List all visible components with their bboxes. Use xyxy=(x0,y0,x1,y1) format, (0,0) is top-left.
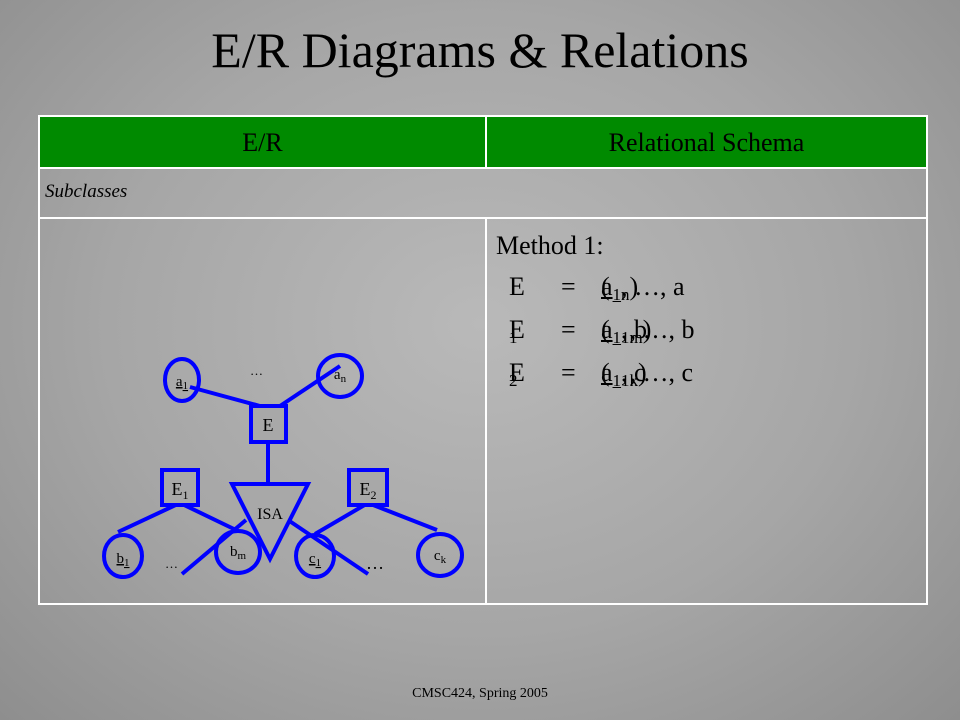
attribute-a1-oval xyxy=(163,357,201,403)
slide-title: E/R Diagrams & Relations xyxy=(211,22,749,78)
header-er: E/R xyxy=(242,128,283,157)
entity-e-box xyxy=(249,404,288,444)
er-diagram: a1 an … E ISA xyxy=(40,219,485,603)
entity-e-label: E xyxy=(263,415,274,435)
edge-a1-e xyxy=(189,385,261,408)
table-header-row: E/R Relational Schema xyxy=(40,117,926,169)
schema-equals: = xyxy=(561,315,576,344)
ellipsis-a: … xyxy=(250,363,263,378)
slide-footer: CMSC424, Spring 2005 xyxy=(412,686,548,701)
attr-bm-text: bm xyxy=(230,544,247,562)
comparison-table: E/R Relational Schema Subclasses xyxy=(38,115,928,605)
edge-isa-e2 xyxy=(286,518,370,576)
isa-label: ISA xyxy=(257,506,283,523)
edge-an-e xyxy=(278,364,342,408)
attribute-bm-oval xyxy=(214,529,262,575)
section-row: Subclasses xyxy=(40,169,926,219)
ellipsis-c: … xyxy=(366,553,384,573)
er-diagram-svg: a1 an … E ISA xyxy=(163,353,370,576)
attribute-b1-oval xyxy=(102,533,144,579)
attr-b1-text: b1 xyxy=(117,551,130,569)
attr-ck-text: ck xyxy=(434,548,447,566)
attribute-an-oval xyxy=(316,353,364,399)
edge-e2-c1 xyxy=(313,501,370,536)
entity-e2-box xyxy=(347,468,389,507)
header-relational-schema: Relational Schema xyxy=(608,128,805,157)
entity-e1-label: E1 xyxy=(172,479,189,502)
schema-equals: = xyxy=(561,272,576,301)
attribute-c1-oval xyxy=(294,533,336,579)
isa-triangle xyxy=(228,482,312,564)
edge-e2-ck xyxy=(367,501,438,532)
entity-e2-label: E2 xyxy=(360,479,377,502)
attr-a1-text: a1 xyxy=(176,374,188,392)
method-heading: Method 1: xyxy=(496,231,604,260)
edge-e1-bm xyxy=(179,501,237,532)
attr-c1-text: c1 xyxy=(309,551,321,569)
header-divider xyxy=(485,117,487,167)
column-divider xyxy=(485,219,487,603)
edge-e1-b1 xyxy=(117,501,181,534)
attr-an-text: an xyxy=(334,367,347,385)
schema-equals: = xyxy=(561,358,576,387)
attribute-ck-oval xyxy=(416,532,464,578)
entity-e1-box xyxy=(160,468,200,507)
ellipsis-b: … xyxy=(165,556,178,571)
section-label-subclasses: Subclasses xyxy=(45,181,128,202)
